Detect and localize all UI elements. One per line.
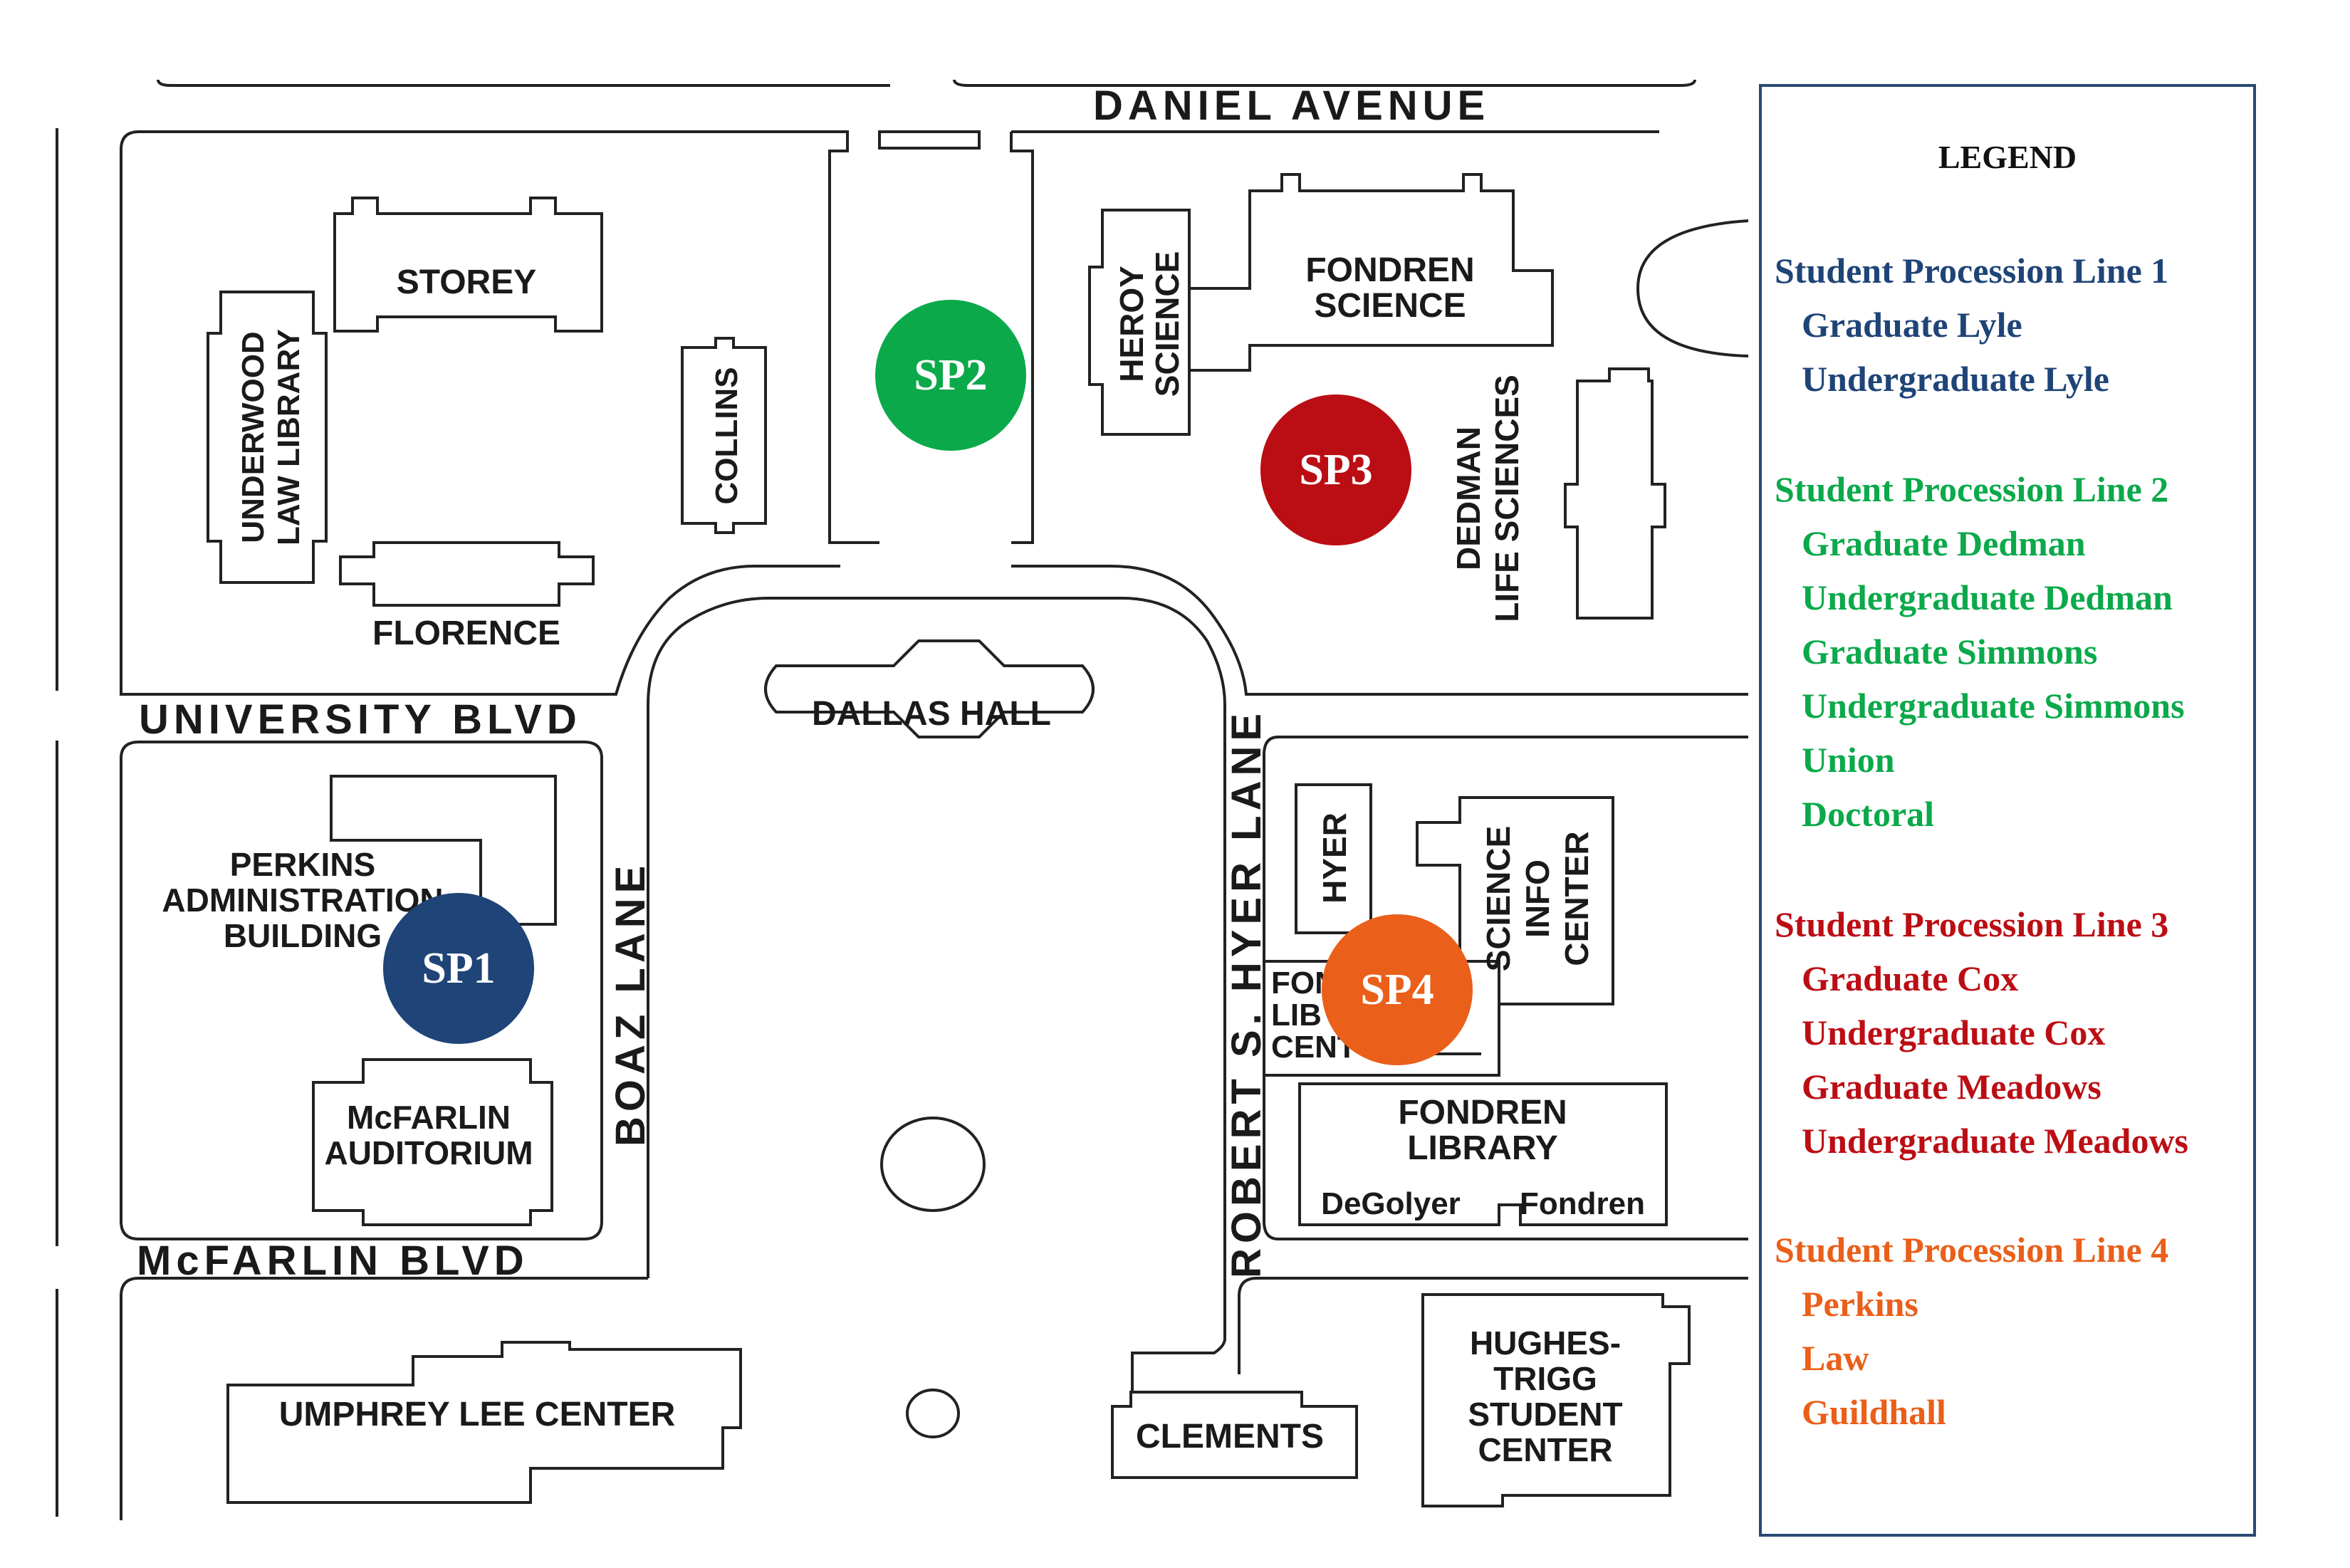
label-hughes-4: CENTER [1478, 1431, 1612, 1468]
marker-sp1: SP1 [383, 893, 534, 1044]
label-storey: STOREY [397, 263, 537, 301]
street-mcfarlin-blvd: McFARLIN BLVD [137, 1238, 529, 1284]
hughes-trigg-building [1421, 1293, 1691, 1507]
storey-building [333, 197, 603, 333]
label-hyer: HYER [1316, 812, 1353, 904]
legend-group-line-3: Student Procession Line 3 Graduate Cox U… [1775, 897, 2188, 1168]
marker-sp3: SP3 [1260, 394, 1411, 545]
legend-item: Graduate Cox [1802, 958, 2019, 998]
legend-group-line-2: Student Procession Line 2 Graduate Dedma… [1775, 462, 2185, 841]
label-dedman-1: DEDMAN [1450, 427, 1487, 570]
legend-title: LEGEND [1938, 139, 2077, 175]
label-fondren-library-2: LIBRARY [1407, 1129, 1558, 1167]
marker-sp3-label: SP3 [1299, 446, 1372, 494]
buildings [207, 173, 1691, 1507]
legend-item: Undergraduate Dedman [1802, 577, 2173, 617]
label-perkins-1: PERKINS [230, 846, 375, 883]
clements-building [1111, 1391, 1358, 1479]
label-underwood-1: UNDERWOOD [236, 331, 271, 543]
street-university-blvd: UNIVERSITY BLVD [139, 696, 582, 743]
label-underwood-2: LAW LIBRARY [271, 329, 306, 545]
label-fondren: Fondren [1520, 1186, 1645, 1221]
label-heroy-1: HEROY [1113, 266, 1150, 382]
label-degolyer: DeGolyer [1321, 1186, 1461, 1221]
legend-item: Graduate Simmons [1802, 632, 2098, 671]
umphrey-lee-building [226, 1341, 742, 1504]
marker-sp4: SP4 [1322, 914, 1473, 1065]
legend-item: Graduate Lyle [1802, 305, 2022, 345]
label-heroy-2: SCIENCE [1149, 251, 1186, 397]
legend-panel: LEGEND Student Procession Line 1 Graduat… [1759, 84, 2256, 1537]
marker-sp3-circle [1260, 394, 1411, 545]
legend-item: Union [1802, 740, 1895, 780]
legend-item: Graduate Meadows [1802, 1067, 2101, 1107]
marker-sp1-circle [383, 893, 534, 1044]
label-umphrey: UMPHREY LEE CENTER [279, 1396, 676, 1433]
label-mcfarlin-aud-1: McFARLIN [347, 1099, 511, 1136]
label-science-info-1: SCIENCE [1480, 826, 1517, 971]
label-mcfarlin-aud-2: AUDITORIUM [324, 1134, 533, 1171]
label-collins: COLLINS [709, 367, 744, 504]
heroy-building [1088, 209, 1191, 436]
underwood-building [207, 291, 328, 584]
road-lines [56, 79, 1749, 1520]
label-clements: CLEMENTS [1136, 1418, 1324, 1455]
legend-item: Undergraduate Meadows [1802, 1121, 2189, 1161]
legend-item: Graduate Dedman [1802, 523, 2086, 563]
collins-building [681, 337, 767, 534]
label-hughes-3: STUDENT [1468, 1396, 1622, 1433]
dallas-hall-building [764, 639, 1095, 738]
legend-group-title: Student Procession Line 2 [1775, 469, 2169, 509]
marker-sp4-circle [1322, 914, 1473, 1065]
street-boaz-lane: BOAZ LANE [607, 861, 654, 1146]
marker-sp1-label: SP1 [422, 944, 495, 993]
fondren-science-building [1188, 173, 1554, 372]
fondren-library-building [1298, 1082, 1668, 1226]
building-labels: STOREY UNDERWOOD LAW LIBRARY COLLINS FLO… [162, 251, 1645, 1468]
label-fondren-science-1: FONDREN [1305, 251, 1474, 289]
label-science-info-3: CENTER [1558, 831, 1595, 966]
label-fondren-science-2: SCIENCE [1314, 287, 1466, 325]
florence-building [339, 541, 595, 607]
dedman-building [1564, 367, 1666, 620]
street-daniel-avenue: DANIEL AVENUE [1093, 83, 1490, 129]
label-hughes-1: HUGHES- [1470, 1324, 1621, 1361]
legend-group-title: Student Procession Line 3 [1775, 904, 2169, 944]
legend-item: Law [1802, 1338, 1869, 1378]
label-perkins-3: BUILDING [224, 917, 382, 954]
fountain-large [880, 1117, 986, 1212]
legend-group-title: Student Procession Line 4 [1775, 1230, 2169, 1270]
legend-item: Undergraduate Simmons [1802, 686, 2185, 726]
legend-group-line-1: Student Procession Line 1 Graduate Lyle … [1775, 244, 2168, 406]
legend-item: Perkins [1802, 1284, 1918, 1324]
mcfarlin-auditorium-building [312, 1058, 553, 1226]
marker-sp2: SP2 [875, 300, 1026, 451]
label-dallas-hall: DALLAS HALL [812, 695, 1051, 733]
legend-item: Undergraduate Lyle [1802, 359, 2109, 399]
label-perkins-2: ADMINISTRATION [162, 882, 443, 919]
label-fondren-lib-center-2: LIB [1271, 998, 1322, 1033]
label-florence: FLORENCE [372, 615, 560, 652]
label-dedman-2: LIFE SCIENCES [1488, 375, 1525, 622]
marker-sp2-label: SP2 [914, 351, 987, 399]
legend-group-title: Student Procession Line 1 [1775, 251, 2169, 291]
label-fondren-library-1: FONDREN [1398, 1094, 1567, 1131]
street-robert-s-hyer-lane: ROBERT S. HYER LANE [1223, 709, 1270, 1278]
label-hughes-2: TRIGG [1493, 1360, 1597, 1397]
marker-sp4-label: SP4 [1360, 966, 1434, 1014]
marker-sp2-circle [875, 300, 1026, 451]
legend-item: Guildhall [1802, 1392, 1946, 1432]
label-science-info-2: INFO [1519, 859, 1556, 938]
legend-item: Doctoral [1802, 794, 1935, 834]
fountain-small [906, 1389, 960, 1438]
legend-group-line-4: Student Procession Line 4 Perkins Law Gu… [1775, 1223, 2168, 1439]
legend-item: Undergraduate Cox [1802, 1013, 2106, 1052]
